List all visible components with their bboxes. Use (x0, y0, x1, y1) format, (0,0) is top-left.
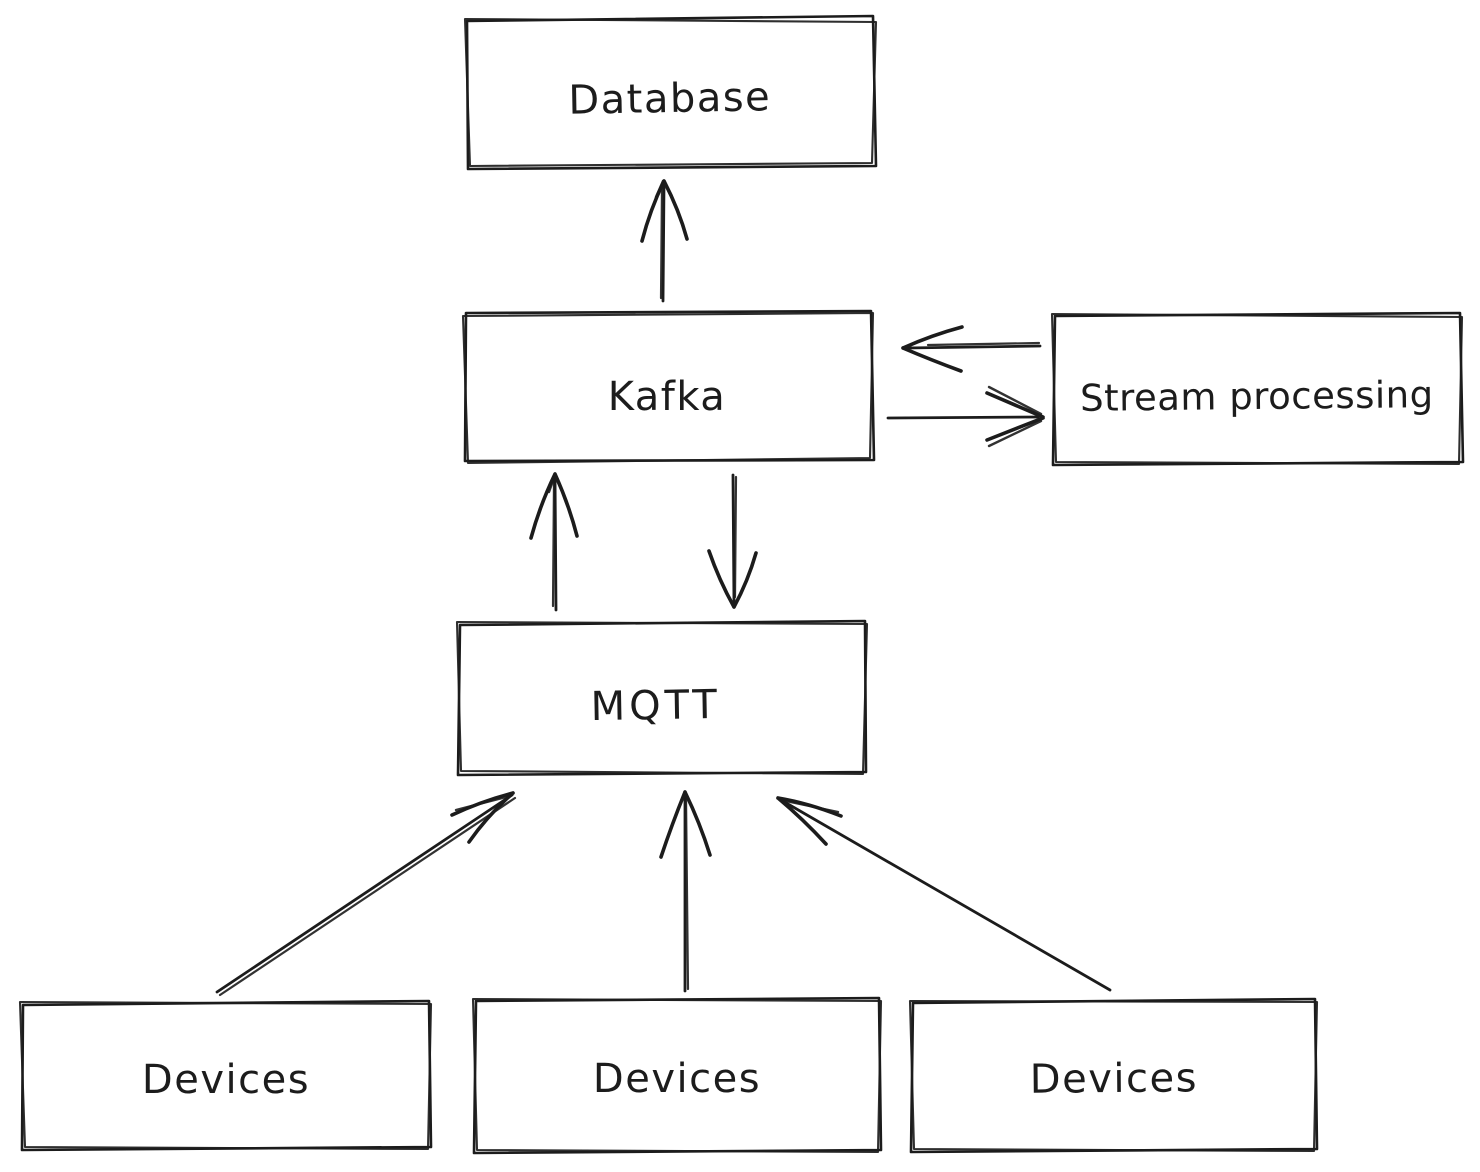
node-devices-middle: Devices (471, 996, 883, 1155)
arrow-kafka-to-stream (886, 385, 1045, 448)
arrow-devices-right-to-mqtt (776, 796, 1112, 992)
arrow-shaft (904, 344, 1042, 350)
node-devices-left: Devices (18, 999, 433, 1152)
arrow-shaft-overdraw (551, 479, 556, 608)
arrow-head (985, 391, 1045, 442)
arrow-shaft-overdraw (659, 184, 664, 300)
devices-middle-label: Devices (593, 1056, 761, 1102)
devices-right-label: Devices (1030, 1055, 1199, 1102)
arrow-shaft (553, 474, 558, 612)
kafka-label: Kafka (608, 374, 727, 420)
devices-right-box-overdraw (908, 999, 1319, 1153)
stream-processing-box-overdraw (1050, 312, 1464, 466)
devices-middle-box (472, 996, 883, 1155)
database-box-overdraw (463, 17, 878, 168)
arrow-stream-to-kafka (901, 325, 1042, 373)
kafka-box-overdraw (461, 311, 875, 465)
node-devices-right: Devices (908, 997, 1319, 1154)
arrow-shaft-overdraw (926, 341, 1041, 347)
arrow-kafka-to-mqtt (707, 473, 758, 609)
arrow-devices-middle-to-mqtt (659, 790, 712, 993)
database-label: Database (568, 74, 772, 124)
node-database: Database (463, 14, 878, 171)
arrow-head-overdraw (454, 794, 512, 812)
devices-left-box-overdraw (18, 1000, 433, 1151)
arrow-shaft (661, 181, 666, 303)
mqtt-label: MQTT (590, 682, 721, 730)
devices-middle-box-overdraw (471, 997, 883, 1154)
devices-right-box (909, 997, 1319, 1154)
arrow-head-overdraw (987, 385, 1043, 448)
mqtt-box-overdraw (455, 620, 869, 776)
node-kafka: Kafka (461, 309, 876, 465)
arrow-shaft-overdraw (684, 795, 690, 991)
devices-left-label: Devices (142, 1057, 310, 1103)
node-mqtt: MQTT (455, 619, 869, 777)
arrow-head-overdraw (654, 179, 665, 199)
arrow-shaft-overdraw (733, 475, 738, 599)
arrow-devices-left-to-mqtt (215, 791, 517, 997)
arrow-shaft (886, 415, 1040, 420)
arrow-head-overdraw (547, 473, 557, 494)
arrow-shaft (779, 798, 1112, 992)
stream-processing-box (1051, 311, 1465, 467)
arrow-shaft-overdraw (218, 796, 517, 997)
arrow-head (659, 790, 712, 859)
arrow-kafka-to-database (640, 179, 689, 303)
stream-processing-label: Stream processing (1080, 373, 1434, 420)
node-stream-processing: Stream processing (1050, 311, 1465, 467)
arrow-head (901, 325, 964, 373)
arrow-shaft (215, 793, 514, 994)
arrow-head (707, 549, 758, 609)
arrow-mqtt-to-kafka (529, 472, 579, 612)
arrow-shaft (731, 473, 736, 607)
arrow-head-overdraw (779, 798, 840, 814)
